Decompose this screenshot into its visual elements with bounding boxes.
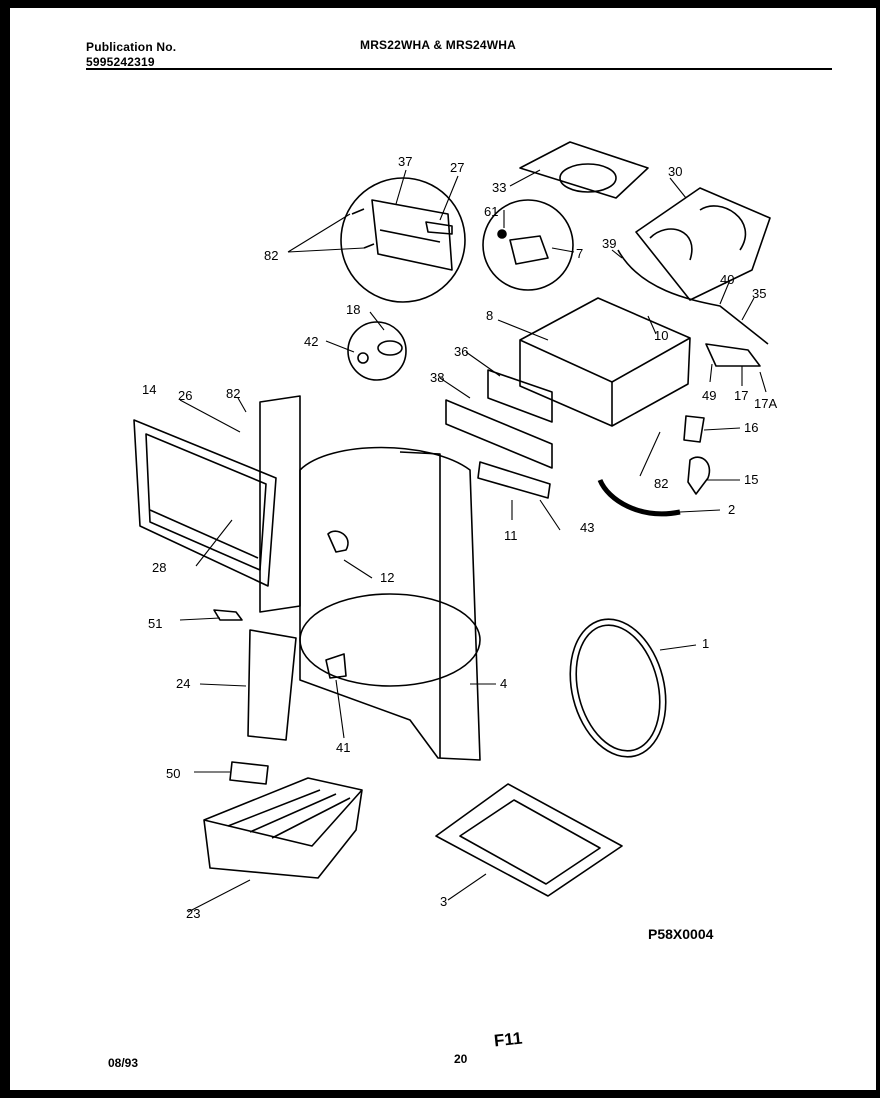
callout: 33 [492,180,506,195]
detail-circle-switch [482,199,574,291]
bracket-part-49 [705,343,761,367]
plate-part-11 [477,461,551,499]
page-number: 20 [454,1052,468,1066]
callout: 16 [744,420,758,435]
panel-part-38 [445,399,553,469]
callout: 82 [226,386,240,401]
drip-tray-23 [203,777,363,879]
callout: 82 [264,248,278,263]
nut-part-61 [497,229,507,239]
switch-part-7 [509,235,549,265]
callout: 4 [500,676,507,691]
callout: 10 [654,328,668,343]
callout: 11 [504,528,518,543]
socket-part-16 [683,415,705,443]
callout: 15 [744,472,758,487]
spring-part-18 [377,340,403,356]
callout: 2 [728,502,735,517]
callout: 35 [752,286,766,301]
cover-plate-33 [519,141,649,199]
frame-part-26 [259,395,301,613]
callout: 12 [380,570,394,585]
scan-edge-bottom [0,1090,880,1098]
scan-edge-right [876,0,880,1098]
callout: 8 [486,308,493,323]
lever-arm-24 [247,629,297,741]
footer-date: 08/93 [108,1056,139,1070]
scan-edge-top [0,0,880,8]
callout: 42 [304,334,318,349]
detail-circle-spring [347,321,407,381]
duct-assembly-30 [635,187,771,301]
callout: 49 [702,388,716,403]
callout: 36 [454,344,468,359]
diagram-code: P58X0004 [648,926,714,942]
spring-part-51 [213,609,243,621]
dispenser-panel-14 [133,419,277,587]
callout: 50 [166,766,180,781]
callout: 1 [702,636,709,651]
scan-edge-left [0,0,10,1098]
pad-part-50 [229,761,269,785]
publication-label: Publication No. [86,40,177,54]
callout: 43 [580,520,594,535]
callout: 26 [178,388,192,403]
part-12 [327,530,349,553]
model-numbers: MRS22WHA & MRS24WHA [360,38,517,52]
callout: 23 [186,906,200,921]
screws-82 [351,208,375,249]
callout: 82 [654,476,668,491]
callout: 17A [754,396,777,411]
wire-part-39 [617,249,769,345]
callout: 40 [720,272,734,287]
figure-label: F11 [493,1028,524,1051]
callout: 61 [484,204,498,219]
detail-circle-bracket [340,177,466,303]
callout: 18 [346,302,360,317]
callout: 24 [176,676,190,691]
callout: 38 [430,370,444,385]
callout: 51 [148,616,162,631]
housing-part-8 [519,297,691,427]
publication-number: 5995242319 [86,55,155,69]
heater-plate-3 [435,783,623,897]
bulb-part-15 [687,456,711,495]
switch-part-27 [425,221,453,235]
callout: 37 [398,154,412,169]
dispenser-housing-4 [299,446,481,761]
callout: 27 [450,160,464,175]
harness-part-2 [597,478,681,517]
callout: 28 [152,560,166,575]
gasket-ring-1 [569,618,667,758]
bracket-part-37 [371,199,453,271]
spring-part-41 [325,653,347,679]
callout: 3 [440,894,447,909]
callout: 14 [142,382,156,397]
header-rule [86,68,832,70]
callout: 7 [576,246,583,261]
callout: 30 [668,164,682,179]
callout: 41 [336,740,350,755]
panel-part-36 [487,369,553,423]
callout: 39 [602,236,616,251]
cap-part-42 [357,352,369,364]
callout: 17 [734,388,748,403]
